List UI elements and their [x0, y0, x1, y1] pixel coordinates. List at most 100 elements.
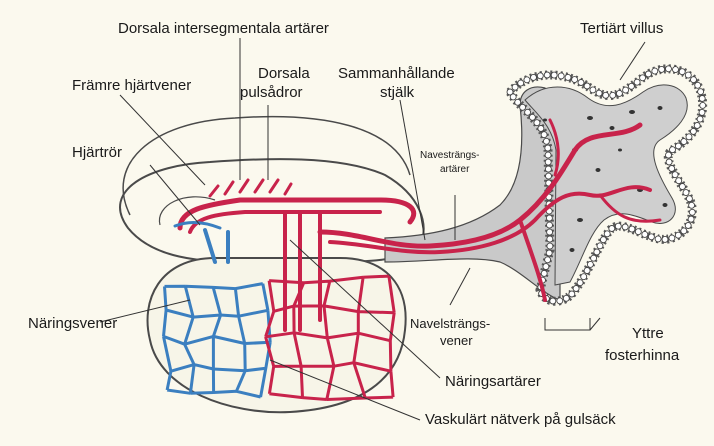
epithelial-cell: [689, 202, 695, 208]
epithelial-cell: [546, 250, 552, 256]
epithelial-cell: [545, 257, 551, 263]
epithelial-cell: [534, 120, 540, 126]
label-tertiary-villus: Tertiärt villus: [580, 20, 663, 37]
epithelial-cell: [578, 80, 584, 86]
epithelial-cell: [655, 236, 661, 242]
epithelial-cell: [531, 74, 537, 80]
epithelial-cell: [635, 229, 641, 235]
epithelial-cell: [547, 236, 553, 242]
epithelial-cell: [672, 172, 678, 178]
epithelial-cell: [603, 92, 609, 98]
epithelial-cell: [676, 178, 682, 184]
epithelial-cell: [590, 87, 596, 93]
epithelial-cell: [640, 75, 646, 81]
epithelial-cell: [600, 237, 606, 243]
epithelial-cell: [558, 73, 564, 79]
epithelial-cell: [541, 132, 547, 138]
epithelial-cell: [700, 102, 706, 108]
epithelial-cell: [546, 173, 552, 179]
epithelial-cell: [581, 274, 587, 280]
epithelial-cell: [538, 126, 544, 132]
epithelial-cell: [565, 74, 571, 80]
epithelial-cell: [670, 147, 676, 153]
epithelial-cell: [673, 67, 679, 73]
epithelial-cell: [584, 83, 590, 89]
epithelial-cell: [529, 114, 535, 120]
epithelial-cell: [688, 216, 694, 222]
epithelial-cell: [669, 166, 675, 172]
epithelial-cell: [691, 77, 697, 83]
label-yolk-sac-network: Vaskulärt nätverk på gulsäck: [425, 411, 616, 428]
epithelial-cell: [623, 87, 629, 93]
label-connecting-stalk-line1: Sammanhållande: [338, 65, 455, 82]
epithelial-cell: [686, 196, 692, 202]
label-vitelline-arteries: Näringsartärer: [445, 373, 541, 390]
epithelial-cell: [629, 226, 635, 232]
epithelial-cell: [597, 243, 603, 249]
epithelial-cell: [563, 295, 569, 301]
epithelial-cell: [622, 224, 628, 230]
epithelial-cell: [510, 94, 516, 100]
epithelial-cell: [546, 215, 552, 221]
epithelial-cell: [689, 209, 695, 215]
epithelial-cell: [524, 77, 530, 83]
epithelial-cell: [572, 77, 578, 83]
epithelial-cell: [557, 298, 563, 304]
epithelial-cell: [596, 90, 602, 96]
epithelial-cell: [594, 249, 600, 255]
label-dorsal-aortae-line1: Dorsala: [258, 65, 310, 82]
epithelial-cell: [615, 223, 621, 229]
epithelial-cell: [545, 145, 551, 151]
epithelial-cell: [543, 264, 549, 270]
label-umbilical-veins-line1: Navelsträngs-: [410, 316, 490, 331]
label-vitelline-veins: Näringsvener: [28, 315, 117, 332]
epithelial-cell: [652, 68, 658, 74]
epithelial-cell: [634, 79, 640, 85]
epithelial-cell: [547, 222, 553, 228]
epithelial-cell: [541, 270, 547, 276]
label-connecting-stalk-line2: stjälk: [380, 84, 415, 101]
epithelial-cell: [645, 71, 651, 77]
epithelial-cell: [609, 226, 615, 232]
embryo-inner-outline: [159, 197, 215, 225]
label-anterior-cardinal-veins: Främre hjärtvener: [72, 77, 191, 94]
epithelial-cell: [685, 72, 691, 78]
epithelial-cell: [679, 69, 685, 75]
epithelial-cell: [550, 298, 556, 304]
epithelial-cell: [525, 109, 531, 115]
epithelial-cell: [675, 143, 681, 149]
veins: [175, 222, 228, 262]
epithelial-cell: [545, 159, 551, 165]
epithelial-cell: [666, 66, 672, 72]
epithelial-cell: [679, 184, 685, 190]
epithelial-cell: [591, 255, 597, 261]
epithelial-cell: [628, 83, 634, 89]
epithelial-cell: [520, 104, 526, 110]
epithelial-cell: [569, 291, 575, 297]
epithelial-cell: [683, 190, 689, 196]
epithelial-cell: [544, 72, 550, 78]
epithelial-cell: [642, 231, 648, 237]
epithelial-cell: [604, 231, 610, 237]
epithelial-cell: [694, 123, 700, 129]
epithelial-cell: [512, 84, 518, 90]
epithelial-cell: [584, 268, 590, 274]
epithelial-cell: [537, 73, 543, 79]
epithelial-cell: [690, 128, 696, 134]
label-umbilical-arteries-line2: artärer: [440, 164, 470, 175]
epithelial-cell: [695, 82, 701, 88]
epithelial-cell: [518, 80, 524, 86]
epithelial-cell: [699, 96, 705, 102]
epithelial-cell: [681, 139, 687, 145]
epithelial-cell: [573, 286, 579, 292]
label-outer-membrane-line1: Yttre: [632, 325, 664, 342]
epithelial-cell: [669, 235, 675, 241]
epithelial-cell: [547, 229, 553, 235]
epithelial-cell: [587, 261, 593, 267]
epithelial-cell: [545, 152, 551, 158]
epithelial-cell: [666, 152, 672, 158]
epithelial-cell: [675, 232, 681, 238]
epithelial-cell: [515, 99, 521, 105]
epithelial-cell: [577, 280, 583, 286]
